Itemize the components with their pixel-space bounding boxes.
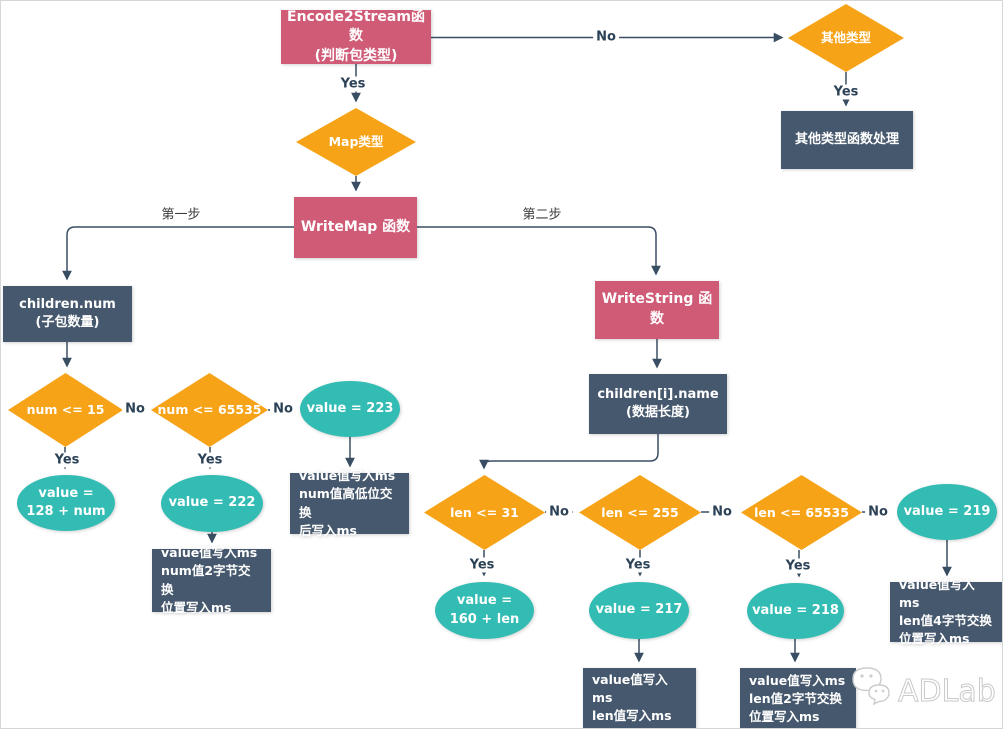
node-writemap-function: WriteMap 函数 [294, 197, 417, 258]
result-value-160-plus-len: value = 160 + len [435, 582, 534, 639]
result-value-222: value = 222 [161, 475, 263, 532]
edge-label-yes-len31: Yes [466, 557, 498, 573]
edge-label-yes-len255: Yes [622, 557, 654, 573]
edge-label-yes-otherhandler: Yes [830, 84, 862, 100]
node-other-type-handler: 其他类型函数处理 [781, 111, 913, 169]
result-value-219: value = 219 [897, 484, 997, 540]
result-value-218: value = 218 [747, 583, 844, 639]
result-value-217: value = 217 [589, 582, 689, 639]
wechat-bubbles-icon [852, 667, 890, 706]
node-children-name: children[i].name (数据长度) [589, 374, 727, 434]
node-encode2stream-function: Encode2Stream函数 (判断包类型) [281, 9, 431, 64]
action-write-len-2byte: value值写入ms len值2字节交换 位置写入ms [740, 668, 856, 728]
action-write-len-4byte: value值写入ms len值4字节交换 位置写入ms [890, 577, 1002, 646]
edge-label-yes-num15: Yes [51, 452, 83, 468]
edge-label-no-len65535: No [865, 504, 891, 520]
edge-label-step2: 第二步 [519, 203, 565, 223]
node-writestring-function: WriteString 函数 [595, 281, 719, 339]
edge-label-no-len31: No [546, 504, 572, 520]
action-write-num-2byte: value值写入ms num值2字节交换 位置写入ms [152, 545, 271, 615]
edge-writemap-to-writestring [417, 226, 661, 276]
result-value-223: value = 223 [300, 381, 400, 437]
action-write-num-swap: value值写入ms num值高低位交换 后写入ms [290, 468, 409, 538]
edge-label-yes-num65535: Yes [194, 452, 226, 468]
edge-label-no-num65535: No [270, 401, 296, 417]
adlab-watermark: ADLab [844, 661, 1002, 727]
adlab-watermark-text: ADLab [898, 674, 996, 709]
node-children-num: children.num (子包数量) [3, 286, 132, 342]
edge-label-no-num15: No [122, 401, 148, 417]
edge-label-no-othertype: No [593, 29, 619, 45]
edge-label-step1: 第一步 [158, 203, 204, 223]
edge-writemap-to-childrennum [62, 226, 294, 281]
edge-label-yes-len65535: Yes [782, 558, 814, 574]
edge-label-no-len255: No [709, 504, 735, 520]
action-write-len: value值写入ms len值写入ms [583, 668, 696, 728]
edge-label-yes-maptype: Yes [337, 76, 369, 92]
result-value-128-plus-num: value = 128 + num [17, 475, 115, 531]
edge-childrenname-to-len31 [479, 434, 659, 470]
